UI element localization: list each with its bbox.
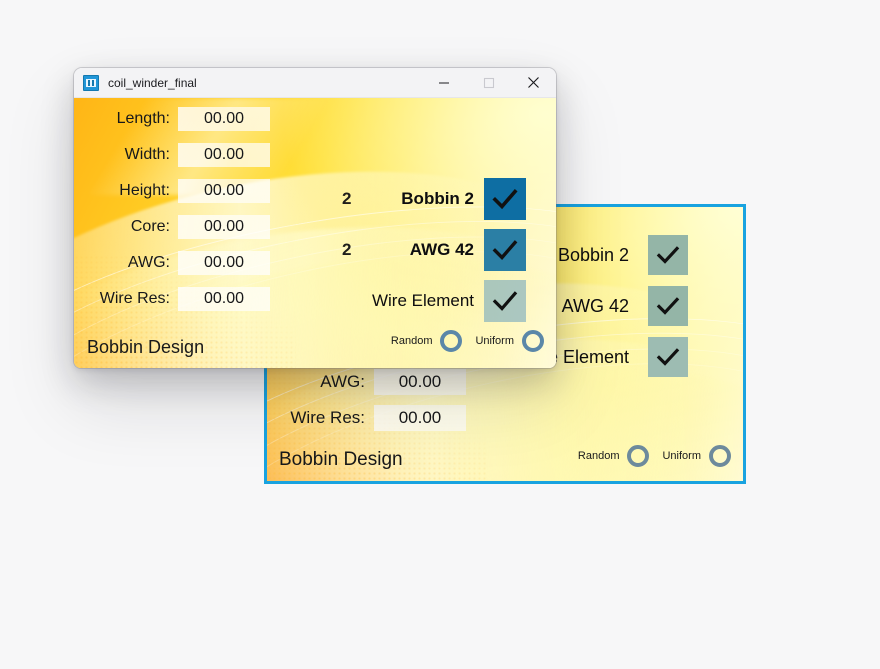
panel-title: Bobbin Design: [279, 449, 403, 470]
checkbox-label-text: Bobbin 2: [401, 189, 474, 208]
field-label: Height:: [119, 182, 170, 199]
close-button[interactable]: [511, 68, 556, 98]
checkbox-label: Bobbin 2 2: [339, 189, 474, 209]
close-icon: [528, 77, 539, 88]
field-label: Width:: [124, 146, 170, 163]
window-controls: [421, 68, 556, 98]
radio-random[interactable]: [440, 330, 463, 352]
field-label: Wire Res:: [290, 408, 365, 427]
field-row: Height: 00.00: [74, 179, 274, 203]
checkbox-label-text: AWG 42: [409, 240, 474, 259]
maximize-button[interactable]: [466, 68, 511, 98]
radio-random[interactable]: [627, 445, 650, 467]
width-input[interactable]: 00.00: [178, 143, 270, 167]
check-icon: [492, 240, 518, 260]
minimize-button[interactable]: [421, 68, 466, 98]
radio-group: Random Uniform: [391, 330, 544, 352]
field-label: AWG:: [127, 254, 170, 271]
radio-label-random: Random: [390, 335, 433, 347]
check-icon: [492, 291, 518, 311]
field-row: AWG: 00.00: [267, 369, 475, 395]
checkbox-label: AWG 42: [561, 295, 629, 316]
checkbox-awg[interactable]: [484, 229, 526, 271]
app-window-icon: [83, 74, 99, 91]
field-label: AWG:: [320, 372, 365, 391]
checkbox-label: Wire Element: [371, 291, 474, 310]
window-client-area: Length: 00.00 Width: 00.00 Height: 00.00…: [74, 98, 556, 368]
field-row: Core: 00.00: [74, 215, 274, 239]
field-row: Wire Res: 00.00: [74, 287, 274, 311]
radio-label-uniform: Uniform: [662, 450, 701, 462]
field-row: AWG: 00.00: [74, 251, 274, 275]
check-icon: [656, 297, 680, 315]
checkbox-bobbin[interactable]: [484, 178, 526, 220]
maximize-icon: [483, 77, 494, 88]
title-bar[interactable]: coil_winder_final: [74, 68, 556, 98]
checkbox-label: AWG 42 2: [339, 240, 474, 260]
core-input[interactable]: 00.00: [178, 215, 270, 239]
length-input[interactable]: 00.00: [178, 107, 270, 131]
field-row: Width: 00.00: [74, 143, 274, 167]
check-icon: [656, 348, 680, 366]
checkbox-wire-element[interactable]: [648, 337, 688, 377]
field-label: Length:: [116, 110, 170, 127]
window-title: coil_winder_final: [108, 75, 197, 90]
awg-input[interactable]: 00.00: [178, 251, 270, 275]
checkbox-wire-element[interactable]: [484, 280, 526, 322]
radio-uniform[interactable]: [522, 330, 544, 352]
field-label: Wire Res:: [99, 290, 170, 307]
checkbox-row-bobbin[interactable]: Bobbin 2 2: [339, 178, 526, 220]
checkbox-row-awg[interactable]: AWG 42 2: [339, 229, 526, 271]
field-label: Core:: [130, 218, 170, 235]
checkbox-label-ghost: 2: [342, 189, 352, 208]
radio-label-uniform: Uniform: [475, 335, 514, 347]
foreground-window[interactable]: coil_winder_final: [74, 68, 556, 368]
checkbox-bobbin[interactable]: [648, 235, 688, 275]
height-input[interactable]: 00.00: [178, 179, 270, 203]
wire-res-input[interactable]: 00.00: [374, 405, 466, 431]
panel-title: Bobbin Design: [87, 337, 205, 357]
checkbox-row-wire-element[interactable]: Wire Element: [339, 280, 526, 322]
radio-group: Random Uniform: [578, 445, 731, 467]
checkbox-awg[interactable]: [648, 286, 688, 326]
checkbox-label-ghost: 2: [342, 240, 352, 259]
minimize-icon: [438, 81, 449, 84]
check-icon: [492, 188, 518, 210]
checkbox-label: Bobbin 2: [557, 244, 629, 265]
radio-label-random: Random: [577, 450, 620, 462]
awg-input[interactable]: 00.00: [374, 369, 466, 395]
wire-res-input[interactable]: 00.00: [178, 287, 270, 311]
radio-uniform[interactable]: [709, 445, 731, 467]
check-icon: [656, 246, 680, 264]
checkbox-row-awg[interactable]: AWG 42: [517, 286, 688, 326]
field-row: Length: 00.00: [74, 107, 274, 131]
checkbox-row-bobbin[interactable]: Bobbin 2: [517, 235, 688, 275]
field-row: Wire Res: 00.00: [267, 405, 475, 431]
